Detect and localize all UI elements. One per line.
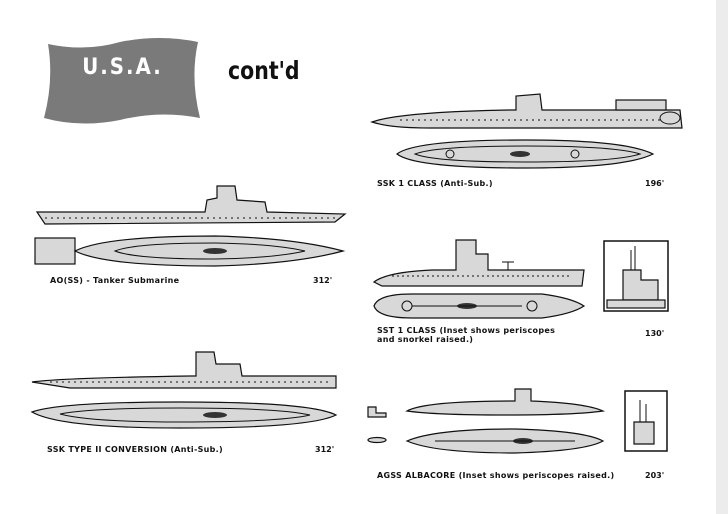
sst1-inset bbox=[603, 240, 669, 312]
ssk1-side-profile bbox=[370, 93, 683, 129]
albacore-length: 203' bbox=[645, 471, 665, 480]
ssk1-top-view bbox=[396, 139, 655, 169]
ssk2-length: 312' bbox=[315, 445, 335, 454]
ssk2-top-view bbox=[30, 401, 338, 429]
ssk2-side-profile bbox=[31, 351, 337, 389]
ssk1-caption: SSK 1 CLASS (Anti-Sub.) bbox=[377, 179, 493, 188]
sst1-length: 130' bbox=[645, 329, 665, 338]
albacore-caption: AGSS ALBACORE (Inset shows periscopes ra… bbox=[377, 471, 615, 480]
albacore-bow-views bbox=[367, 406, 387, 444]
aoss-side-profile bbox=[35, 185, 347, 225]
continued-heading: cont'd bbox=[228, 56, 300, 85]
albacore-side-profile bbox=[405, 388, 606, 416]
sst1-top-view bbox=[373, 293, 586, 319]
ssk1-length: 196' bbox=[645, 179, 665, 188]
flag-label: U.S.A. bbox=[82, 55, 163, 80]
ssk2-caption: SSK TYPE II CONVERSION (Anti-Sub.) bbox=[47, 445, 223, 454]
aoss-length: 312' bbox=[313, 276, 333, 285]
sst1-side-profile bbox=[372, 239, 585, 287]
albacore-inset bbox=[624, 390, 668, 452]
sst1-caption-line2: and snorkel raised.) bbox=[377, 335, 474, 344]
aoss-caption: AO(SS) - Tanker Submarine bbox=[50, 276, 180, 285]
aoss-top-view bbox=[34, 235, 346, 267]
usa-flag-banner bbox=[44, 38, 200, 124]
albacore-top-view bbox=[405, 428, 605, 454]
page-edge bbox=[716, 0, 728, 514]
sst1-caption-line1: SST 1 CLASS (Inset shows periscopes bbox=[377, 326, 556, 335]
